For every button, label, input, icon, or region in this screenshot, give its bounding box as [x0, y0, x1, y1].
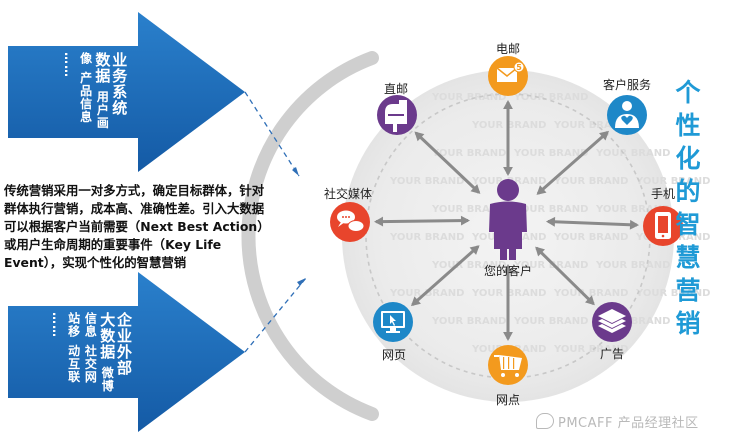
- connector-top: [244, 91, 300, 177]
- watermark-text: PMCAFF 产品经理社区: [558, 416, 699, 431]
- label-email: 电邮: [496, 42, 521, 56]
- link-arrow-customer-service: [536, 130, 610, 195]
- connector-bottom-head: [297, 278, 306, 286]
- title-char: 智: [675, 210, 701, 239]
- brand-watermark-text: YOUR BRAND: [595, 204, 670, 215]
- brand-watermark-text: YOUR BRAND: [513, 92, 588, 103]
- brand-watermark-text: YOUR BRAND: [431, 204, 506, 215]
- brand-watermark-text: YOUR BRAND: [431, 316, 506, 327]
- label-customer-service: 客户服务: [603, 78, 652, 92]
- label-ads: 广告: [600, 347, 625, 361]
- brand-watermark-text: YOUR BRAND: [389, 232, 464, 243]
- link-arrow-email: [503, 100, 513, 176]
- link-arrow-web-outlets: [503, 264, 513, 341]
- site-watermark: PMCAFF 产品经理社区: [536, 412, 699, 431]
- monitor-cursor-icon: [381, 311, 405, 333]
- arrow-sub-line: 微博信息: [83, 312, 115, 393]
- brand-watermark-text: YOUR BRAND: [635, 288, 710, 299]
- brand-watermark-text: YOUR BRAND: [513, 260, 588, 271]
- brand-watermark-text: YOUR BRAND: [553, 232, 628, 243]
- connector-top-head: [292, 167, 299, 176]
- brand-watermark-text: YOUR BRAND: [595, 148, 670, 159]
- brand-watermark-text: YOUR BRAND: [595, 316, 670, 327]
- arrow-business-data-text: 业务系统 数据 用户画像 产品信息 ……: [60, 52, 129, 132]
- link-arrow-direct-mail: [414, 131, 481, 194]
- channel-direct-mail[interactable]: [377, 95, 417, 135]
- connector-bottom: [244, 277, 307, 353]
- link-arrow-ads: [535, 246, 595, 306]
- brand-watermark-text: YOUR BRAND: [513, 148, 588, 159]
- channel-ads[interactable]: [592, 302, 632, 342]
- arrow-external-data: [8, 272, 245, 432]
- brand-watermark-text: YOUR BRAND: [431, 92, 506, 103]
- brand-watermark-text: YOUR BRAND: [513, 316, 588, 327]
- channel-webpage[interactable]: [373, 302, 413, 342]
- mailbox-icon: [385, 100, 407, 132]
- arrow-main-line: 企业外部: [114, 312, 133, 376]
- label-social-media: 社交媒体: [324, 187, 373, 201]
- label-webpage: 网页: [382, 348, 407, 362]
- brand-watermark-text: YOUR BRAND: [595, 260, 670, 271]
- brand-watermark-text: YOUR BRAND: [553, 176, 628, 187]
- arrow-sub-line: 产品信息: [78, 71, 93, 124]
- link-arrow-social-media: [373, 215, 471, 227]
- customer-person-icon: [489, 179, 527, 260]
- brand-watermark-text: YOUR BRAND: [553, 120, 628, 131]
- service-heart-icon: [615, 101, 639, 128]
- brand-watermark-text: YOUR BRAND: [635, 176, 710, 187]
- channel-nodes: 5: [330, 56, 683, 385]
- chat-bubbles-icon: [337, 210, 365, 232]
- title-char: 销: [675, 309, 701, 338]
- brand-watermark-text: YOUR BRAND: [553, 288, 628, 299]
- title-vertical: 个 性 化 的 智 慧 营 销: [668, 76, 708, 340]
- brand-watermark-text: YOUR BRAND: [431, 260, 506, 271]
- email-badge: 5: [516, 63, 522, 72]
- link-arrows: [373, 100, 640, 341]
- title-char: 个: [675, 78, 701, 107]
- label-direct-mail: 直邮: [384, 82, 409, 96]
- speech-bubble-icon: [536, 413, 554, 429]
- envelope-icon: 5: [496, 61, 525, 82]
- title-char: 营: [675, 276, 701, 305]
- arrow-main-line: 数据: [93, 52, 112, 84]
- arrow-main-line: 业务系统: [110, 52, 129, 116]
- link-arrow-mobile: [545, 216, 640, 230]
- label-web-outlets: 网点: [496, 393, 521, 407]
- arrow-main-line: 大数据: [98, 312, 117, 360]
- channel-social-media[interactable]: [330, 202, 370, 242]
- customer-label: 您的客户: [484, 264, 533, 278]
- stacked-layers-icon: [598, 309, 626, 333]
- brand-watermark-text: YOUR BRAND: [513, 204, 588, 215]
- arrow-sub-line: 动互联: [66, 344, 81, 384]
- outer-arc: [241, 51, 379, 421]
- channel-email[interactable]: 5: [488, 56, 528, 96]
- brand-watermark-text: YOUR BRAND: [431, 148, 506, 159]
- arrow-sub-line: 社交网站移: [66, 312, 98, 384]
- brand-watermark-text: YOUR BRAND: [389, 176, 464, 187]
- title-char: 慧: [675, 243, 701, 272]
- title-char: 化: [675, 144, 701, 173]
- arrow-sub-line: ……: [61, 52, 76, 78]
- title-char: 性: [675, 111, 701, 140]
- brand-watermark-text: YOUR BRAND: [553, 344, 628, 355]
- arrow-business-data: [8, 12, 245, 172]
- link-arrow-webpage: [410, 245, 480, 307]
- arrow-external-data-text: 企业外部 大数据 微博信息 社交网站移 动互联 ……: [48, 312, 133, 394]
- shopping-cart-icon: [494, 355, 522, 377]
- label-mobile: 手机: [651, 187, 676, 201]
- channel-web-outlets[interactable]: [488, 345, 528, 385]
- channel-customer-service[interactable]: [607, 95, 647, 135]
- arrow-sub-line: ……: [49, 312, 64, 338]
- arrow-sub-line: 用户画像: [78, 52, 110, 130]
- mobile-phone-icon: [655, 212, 671, 239]
- channel-mobile[interactable]: [643, 206, 683, 246]
- title-char: 的: [675, 177, 701, 206]
- description-text: 传统营销采用一对多方式，确定目标群体，针对群体执行营销，成本高、准确性差。引入大…: [4, 183, 265, 270]
